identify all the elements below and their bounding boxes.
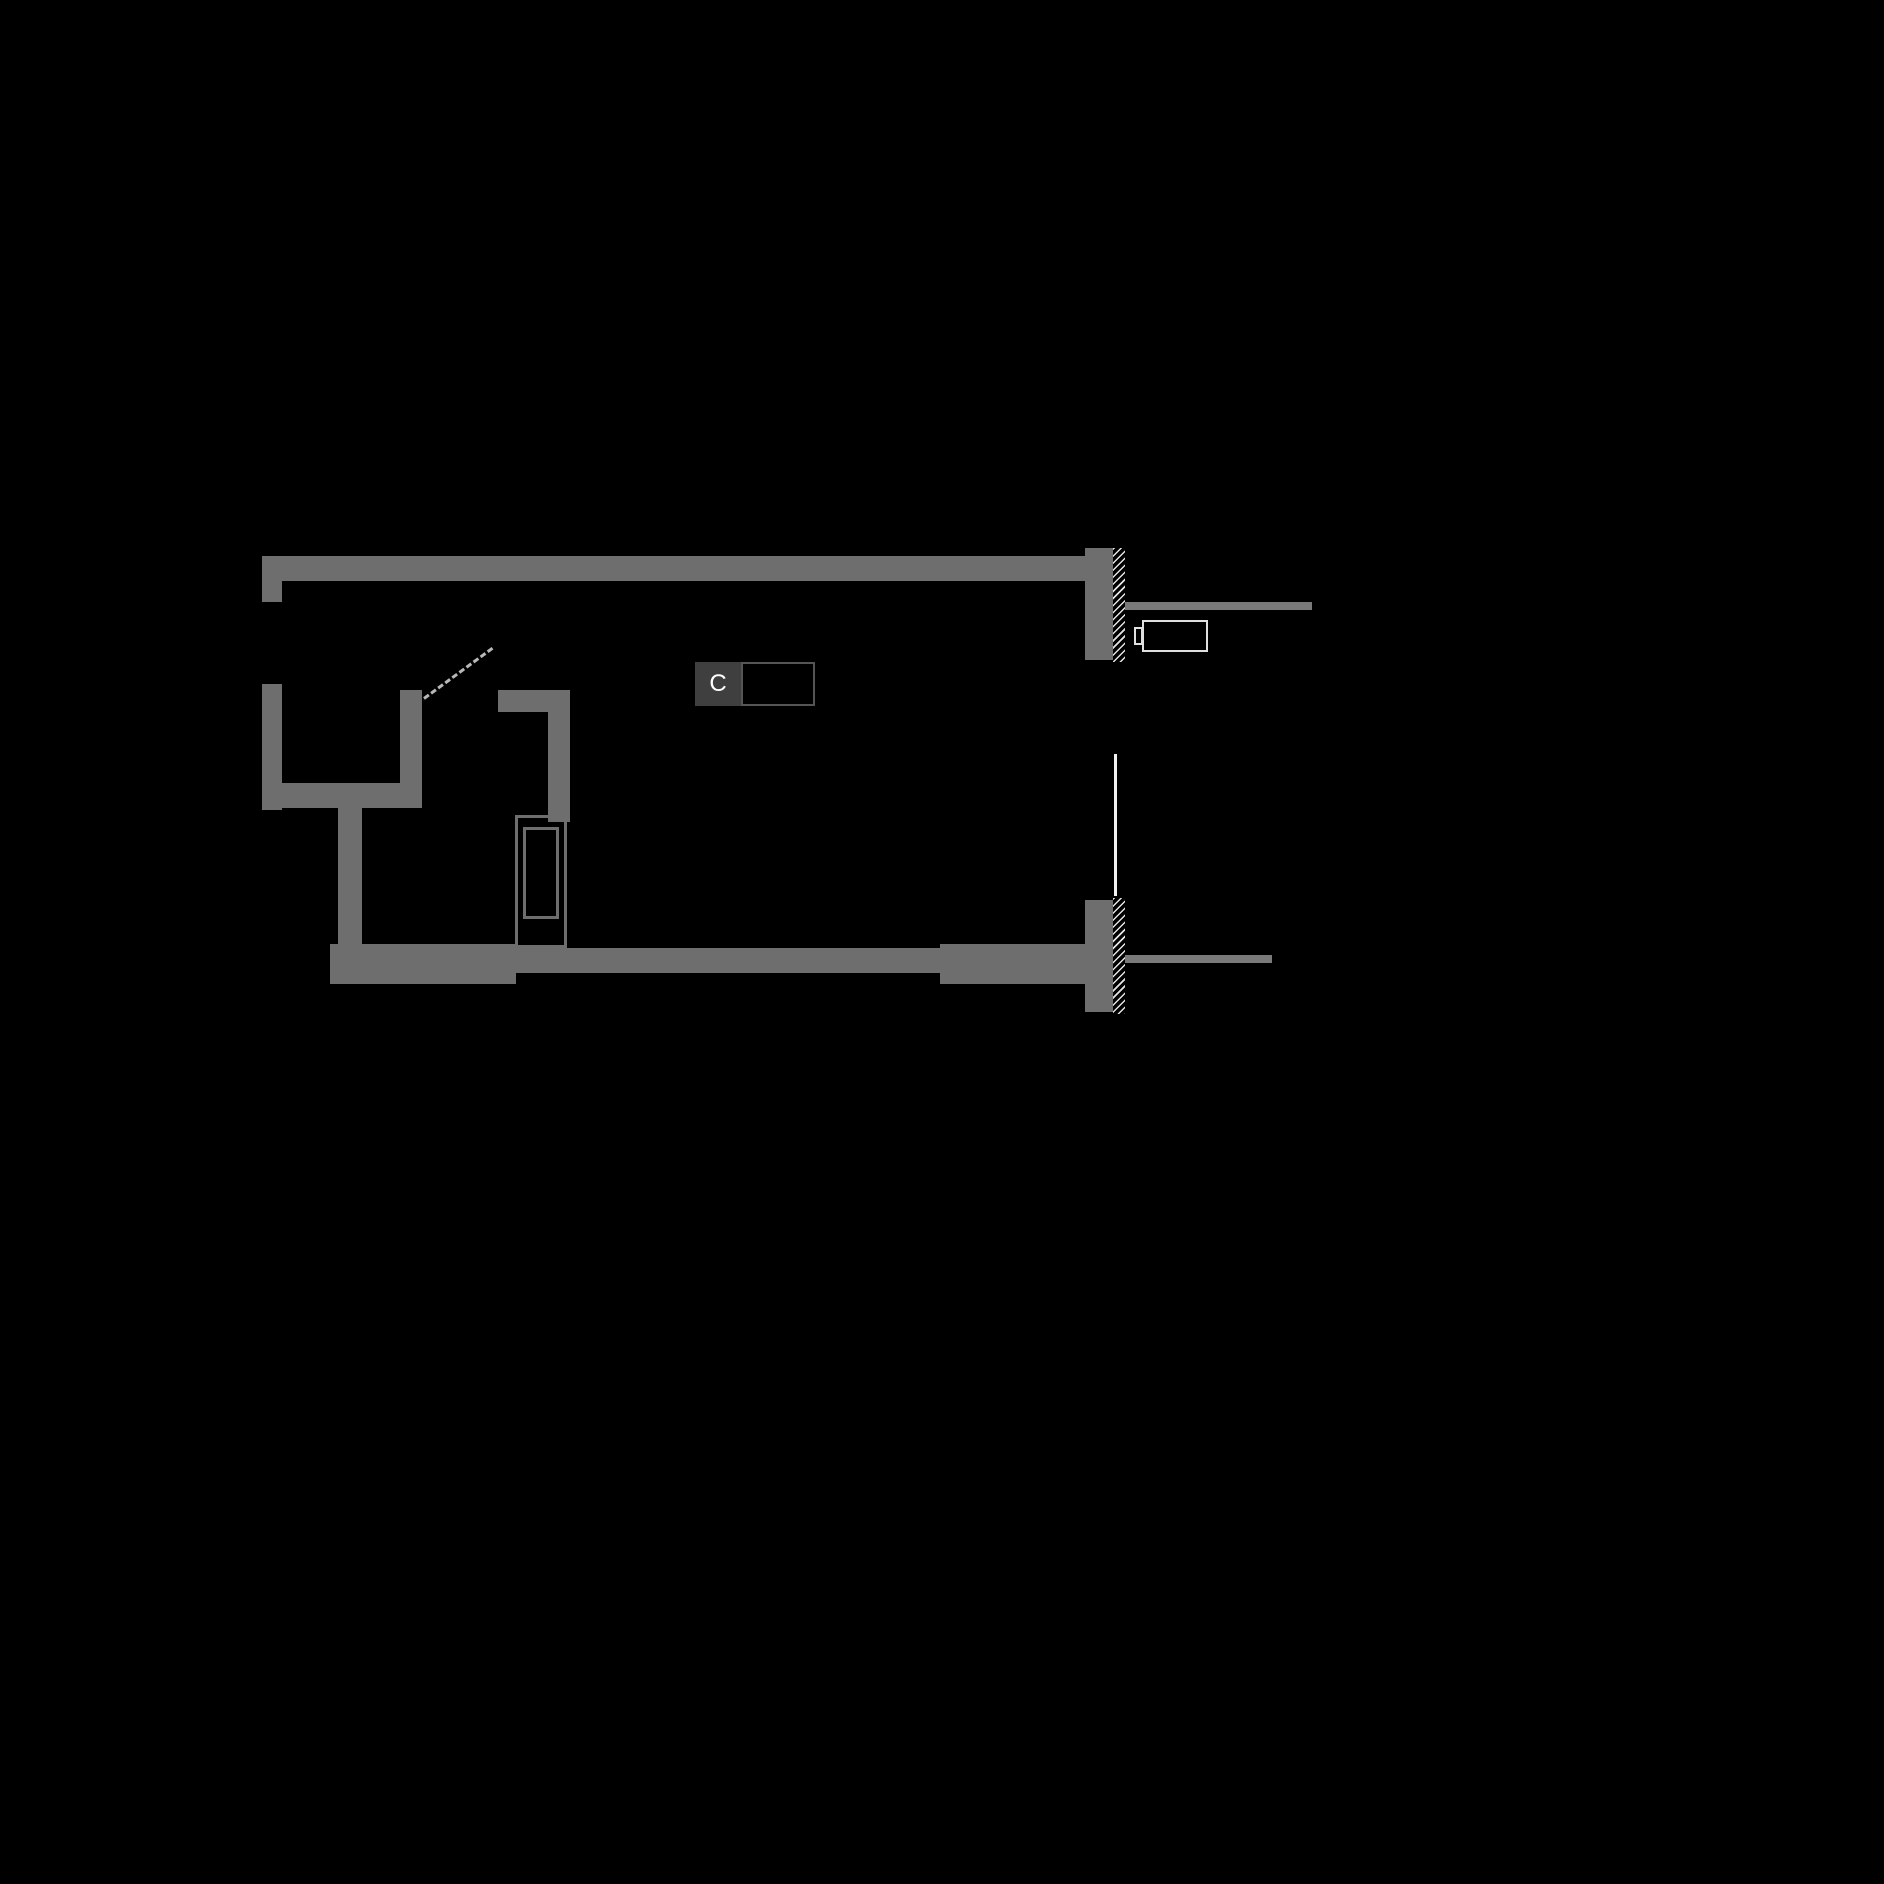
wall-top <box>262 556 1107 581</box>
empty-label-box <box>741 662 815 706</box>
wall-right-bottom <box>1085 900 1113 1012</box>
wall-right-top <box>1085 548 1113 660</box>
shaft-outer-outline <box>515 815 567 948</box>
north-marker-badge: C <box>695 662 741 706</box>
window-glass-right <box>1114 754 1117 896</box>
door-symbol-tab <box>1134 627 1143 645</box>
wall-interior-vertical-1 <box>400 690 422 808</box>
line-extension-top-right <box>1125 602 1312 610</box>
wall-bottom-right <box>940 944 1107 984</box>
wall-bottom-left <box>330 944 516 984</box>
door-symbol <box>1142 620 1208 652</box>
hatch-right-top <box>1113 548 1125 662</box>
shaft-inner-outline <box>523 827 559 919</box>
wall-left <box>262 684 282 810</box>
wall-vertical-left <box>338 800 362 950</box>
wall-top-left-return <box>262 556 282 602</box>
line-extension-bottom-right <box>1125 955 1272 963</box>
wall-interior-vertical-2 <box>548 690 570 822</box>
hatch-right-bottom <box>1113 898 1125 1014</box>
door-swing-dashed <box>423 646 494 700</box>
wall-bottom-middle <box>516 948 940 973</box>
